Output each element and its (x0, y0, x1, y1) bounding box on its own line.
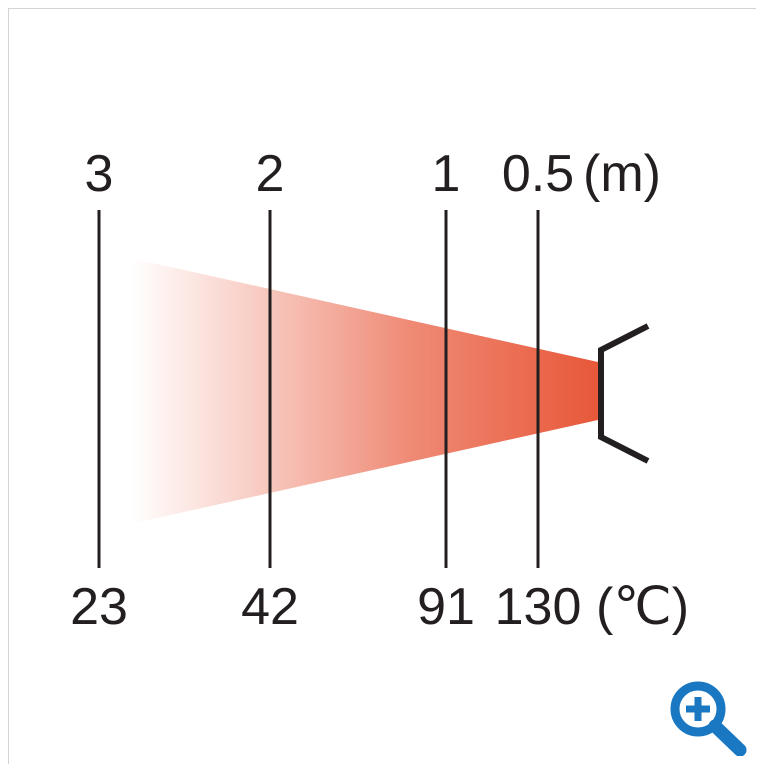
distance-label-1: 1 (432, 145, 461, 203)
zoom-in-magnifier-icon (670, 681, 747, 757)
distance-label-3: 3 (85, 145, 114, 203)
distance-unit-label: (m) (583, 145, 661, 203)
heater-icon (598, 323, 650, 464)
distance-label-2: 2 (256, 145, 285, 203)
zoom-button[interactable] (664, 678, 750, 757)
temperature-label-42: 42 (241, 578, 299, 636)
heat-beam (130, 258, 598, 524)
temperature-unit-label: (℃) (596, 578, 689, 636)
image-frame (8, 8, 756, 764)
temperature-label-23: 23 (70, 578, 128, 636)
distance-label-0-5: 0.5 (502, 145, 574, 203)
temperature-label-130: 130 (495, 578, 582, 636)
temperature-label-91: 91 (417, 578, 475, 636)
